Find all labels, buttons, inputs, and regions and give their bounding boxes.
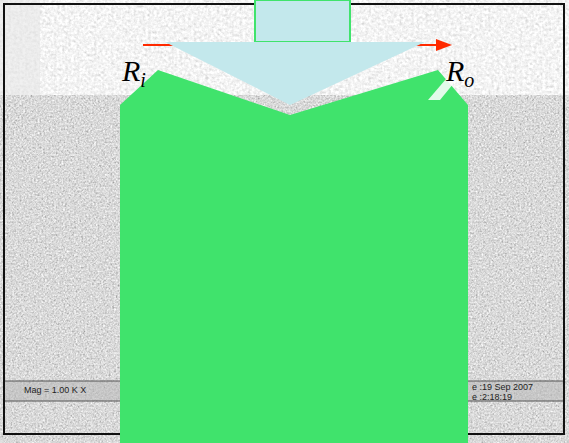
radius-symbol: Ri — [122, 56, 146, 90]
micrograph-info: e :2:18:19 — [472, 393, 512, 402]
radius-arrowhead — [436, 39, 452, 51]
micrograph-info: e :19 Sep 2007 — [472, 383, 533, 392]
blue-arrow-shaft — [255, 0, 350, 42]
micrograph-info: Mag = 1.00 K X — [24, 386, 86, 395]
micrograph-edge — [0, 0, 40, 95]
green-arrow — [120, 70, 468, 443]
radius-symbol: Ro — [446, 56, 474, 90]
blue-arrowhead — [165, 42, 425, 105]
